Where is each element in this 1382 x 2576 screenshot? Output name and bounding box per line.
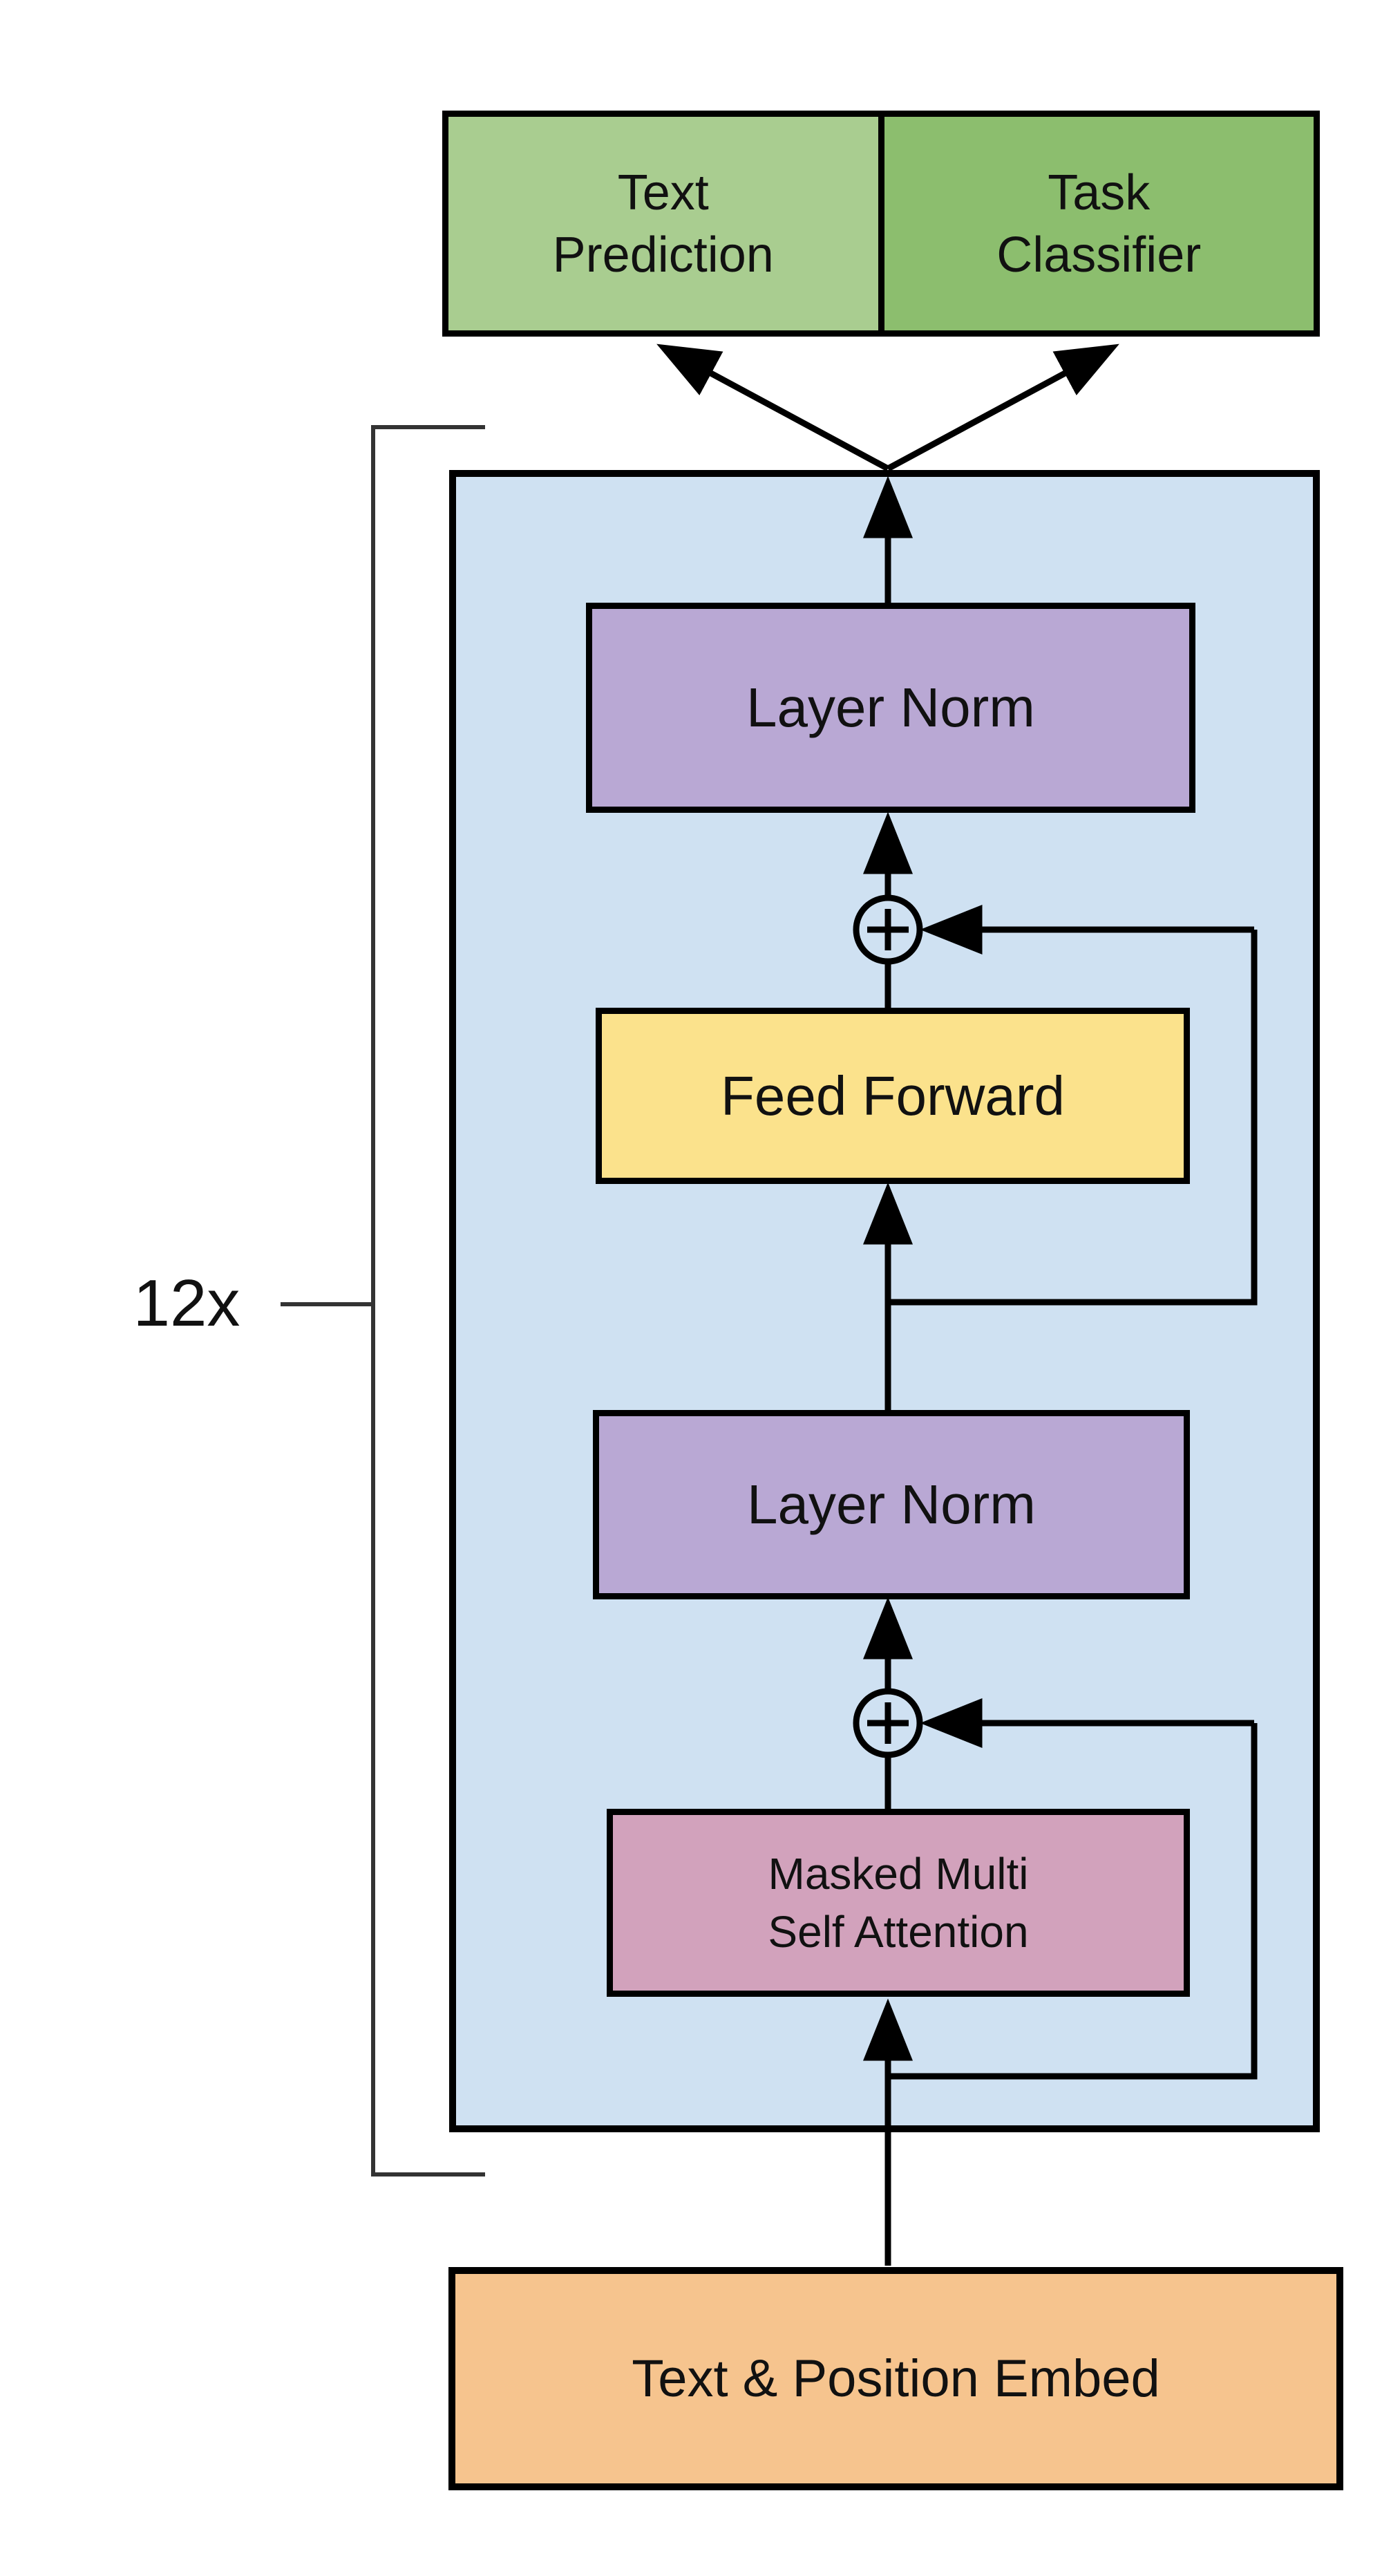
output-heads-row: Text Prediction Task Classifier (442, 111, 1320, 337)
arrow-block-to-task-classifier (886, 344, 1119, 471)
arrow-block-to-text-prediction (656, 344, 890, 471)
feed-forward-box: Feed Forward (596, 1008, 1190, 1184)
layer-norm-bottom-box: Layer Norm (593, 1410, 1190, 1599)
text-prediction-box: Text Prediction (448, 117, 884, 330)
masked-multi-self-attention-box: Masked Multi Self Attention (607, 1809, 1190, 1997)
repeat-count-label: 12x (133, 1266, 240, 1340)
task-classifier-box: Task Classifier (884, 117, 1314, 330)
layer-norm-top-box: Layer Norm (586, 603, 1195, 813)
text-position-embed-box: Text & Position Embed (448, 2267, 1343, 2490)
